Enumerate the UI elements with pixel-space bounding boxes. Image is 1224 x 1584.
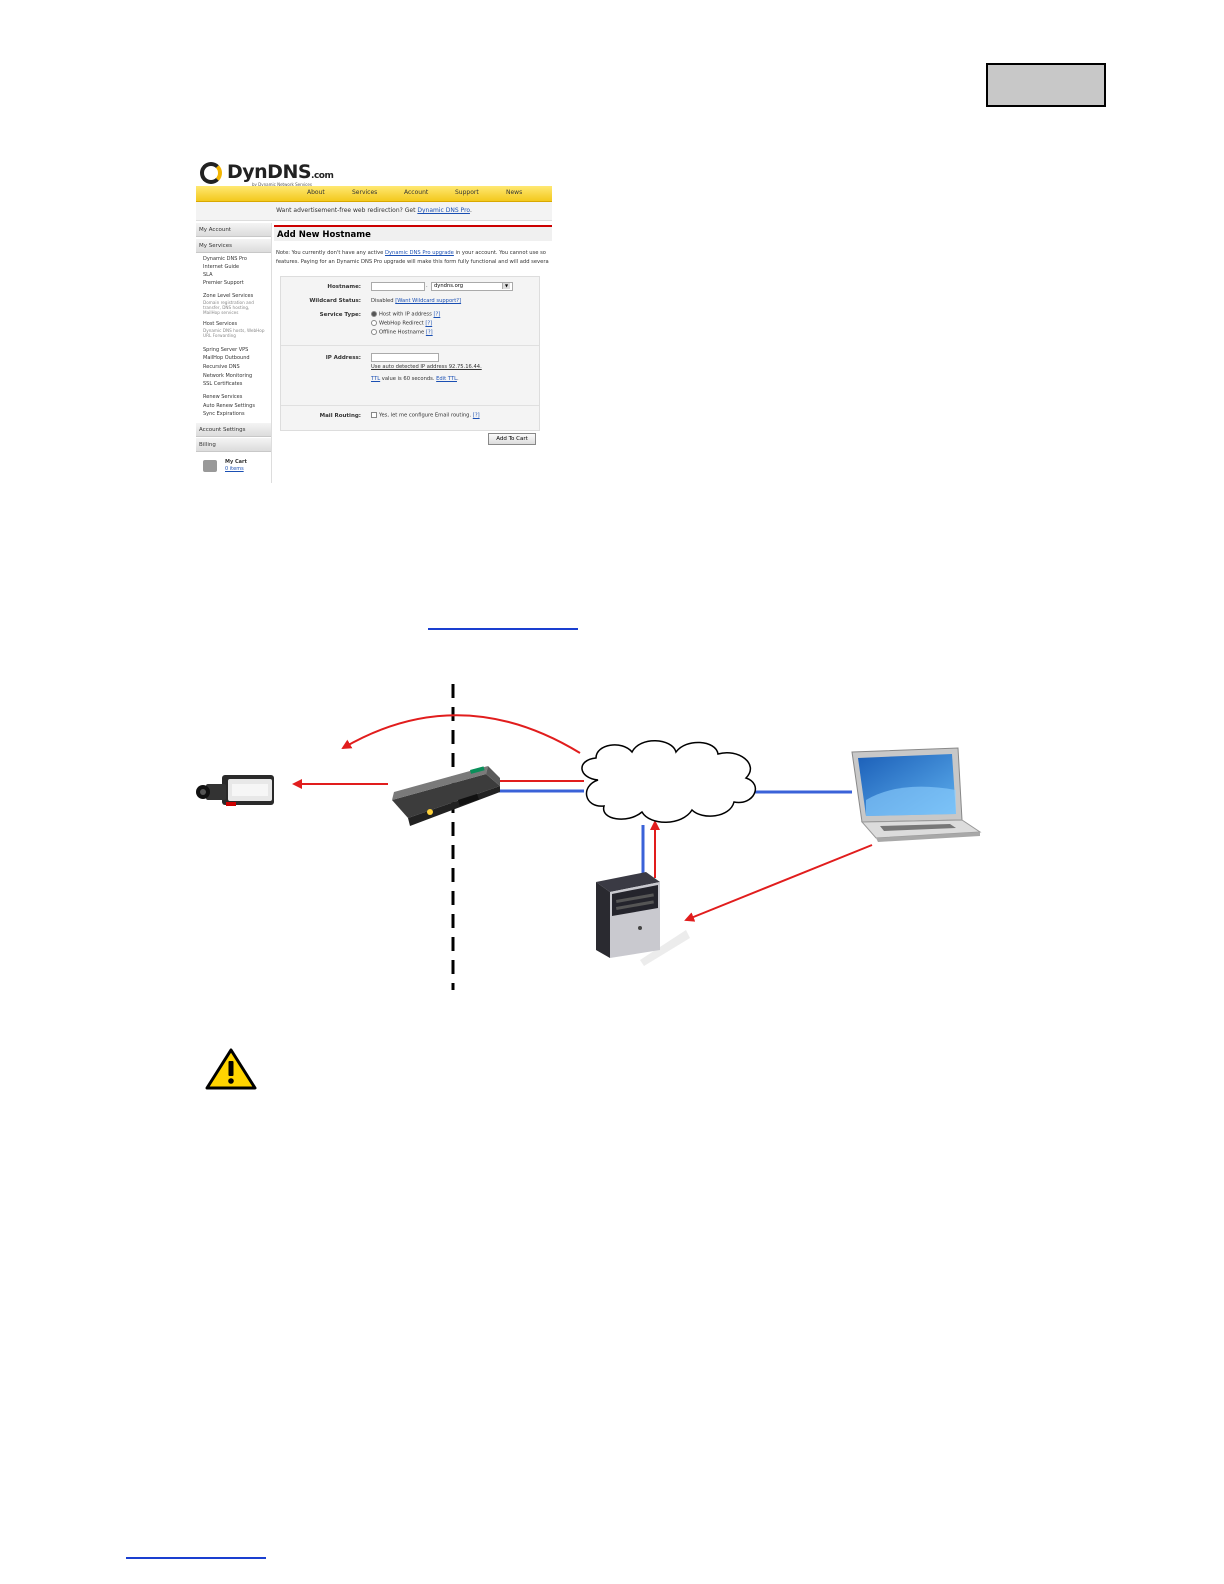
network-diagram — [196, 684, 982, 990]
nav-news[interactable]: News — [506, 189, 523, 196]
mail-routing-option[interactable]: Yes, let me configure Email routing. [?] — [371, 412, 480, 419]
service-option-label: Offline Hostname — [379, 329, 425, 336]
sidebar-host-desc: Dynamic DNS hosts, WebHop — [203, 328, 265, 333]
note-text-b: in your account. You cannot use so — [453, 250, 546, 256]
help-link[interactable]: [?] — [433, 311, 441, 318]
sidebar-item[interactable]: Auto Renew Settings — [203, 403, 255, 409]
nav-support[interactable]: Support — [455, 189, 479, 196]
auto-ip-link[interactable]: Use auto detected IP address 92.75.16.44… — [371, 364, 482, 370]
sidebar-item[interactable]: Internet Guide — [203, 264, 240, 270]
domain-select[interactable]: dyndns.org — [431, 282, 513, 291]
checkbox-icon[interactable] — [371, 412, 377, 418]
promo-bar: Want advertisement-free web redirection?… — [196, 202, 552, 221]
notice-text: Note: You currently don't have any activ… — [276, 249, 552, 267]
footer-hyperlink-underline[interactable] — [126, 1557, 266, 1559]
help-link[interactable]: [?] — [472, 412, 480, 419]
sidebar-zone-desc: Domain registration and — [203, 300, 254, 305]
curved-arrow — [341, 714, 581, 754]
sidebar-item[interactable]: Recursive DNS — [203, 364, 240, 370]
sidebar-billing[interactable]: Billing — [196, 438, 271, 452]
sidebar-my-services[interactable]: My Services — [196, 239, 271, 253]
service-type-label: Service Type: — [319, 312, 361, 318]
hostname-form: Hostname: . dyndns.org ▼ Wildcard Status… — [280, 276, 540, 431]
wildcard-status: Disabled [Want Wildcard support?] — [371, 298, 461, 304]
cart-icon — [203, 460, 217, 472]
promo-link[interactable]: Dynamic DNS Pro — [417, 207, 470, 214]
ip-address-label: IP Address: — [325, 355, 361, 361]
form-divider — [281, 345, 539, 346]
logo-suffix: .com — [311, 171, 334, 181]
laptop-to-server-arrow — [684, 844, 873, 922]
nav-about[interactable]: About — [307, 189, 325, 196]
laptop-icon — [851, 747, 982, 842]
note-upgrade-link[interactable]: Dynamic DNS Pro upgrade — [384, 250, 454, 256]
help-link[interactable]: [?] — [425, 320, 433, 327]
ttl-text: TTL value is 60 seconds. Edit TTL. — [371, 376, 459, 382]
domain-value: dyndns.org — [434, 283, 464, 289]
nav-account[interactable]: Account — [404, 189, 429, 196]
ttl-value-text: value is 60 seconds. — [380, 376, 437, 382]
wildcard-label: Wildcard Status: — [309, 298, 361, 304]
mail-routing-label: Mail Routing: — [319, 413, 361, 419]
warning-icon — [205, 1048, 257, 1090]
form-divider — [281, 405, 539, 406]
sidebar-item[interactable]: MailHop Outbound — [203, 355, 250, 361]
service-option[interactable]: Offline Hostname [?] — [371, 329, 433, 336]
sidebar-item[interactable]: Renew Services — [203, 394, 243, 400]
service-option[interactable]: Host with IP address [?] — [371, 311, 440, 318]
sidebar-cart-items[interactable]: 0 items — [225, 466, 244, 472]
hostname-label: Hostname: — [327, 284, 361, 290]
hyperlink-underline[interactable] — [428, 628, 578, 630]
chevron-down-icon[interactable]: ▼ — [502, 283, 510, 289]
sidebar-item[interactable]: Premier Support — [203, 280, 244, 286]
sidebar-host-desc: URL Forwarding — [203, 333, 236, 338]
top-nav: About Services Account Support News — [196, 186, 552, 202]
sidebar-item[interactable]: SSL Certificates — [203, 381, 243, 387]
note-text-line2: features. Paying for an Dynamic DNS Pro … — [276, 259, 549, 265]
hostname-input[interactable] — [371, 282, 425, 291]
page-title: Add New Hostname — [274, 225, 552, 241]
help-link[interactable]: [?] — [425, 329, 433, 336]
cloud-icon — [581, 740, 757, 823]
dyndns-screenshot: DynDNS.com by Dynamic Network Services I… — [196, 155, 552, 483]
page-tag-box — [986, 63, 1106, 107]
sidebar-zone-desc: MailHop services — [203, 310, 239, 315]
router-icon — [392, 766, 500, 826]
sidebar-item[interactable]: Spring Server VPS — [203, 347, 249, 353]
sidebar-my-account[interactable]: My Account — [196, 223, 271, 237]
logo-text: DynDNS — [227, 161, 312, 183]
sidebar-item[interactable]: Network Monitoring — [203, 373, 253, 379]
ttl-link[interactable]: TTL — [371, 376, 381, 382]
radio-icon[interactable] — [371, 320, 377, 326]
sidebar-zone-title[interactable]: Zone Level Services — [203, 293, 254, 299]
note-text-a: Note: You currently don't have any activ… — [276, 250, 385, 256]
ip-address-input[interactable] — [371, 353, 439, 362]
mail-routing-text: Yes, let me configure Email routing. — [379, 412, 472, 419]
camera-icon — [196, 775, 274, 806]
dyndns-logo: DynDNS.com by Dynamic Network Services I… — [200, 159, 334, 192]
promo-end: . — [469, 207, 472, 214]
radio-icon[interactable] — [371, 329, 377, 335]
sidebar-zone-desc: transfer, DNS hosting, — [203, 305, 250, 310]
service-option[interactable]: WebHop Redirect [?] — [371, 320, 432, 327]
add-to-cart-button[interactable]: Add To Cart — [488, 433, 536, 445]
sidebar-my-cart[interactable]: My Cart — [225, 459, 247, 465]
service-option-label: WebHop Redirect — [379, 320, 424, 327]
promo-text: Want advertisement-free web redirection?… — [276, 207, 418, 214]
sidebar-item[interactable]: Dynamic DNS Pro — [203, 256, 247, 262]
wildcard-value: Disabled — [371, 298, 394, 304]
server-icon — [596, 872, 690, 966]
radio-selected-icon[interactable] — [371, 311, 377, 317]
sidebar-item[interactable]: SLA — [203, 272, 213, 278]
sidebar-account-settings[interactable]: Account Settings — [196, 423, 271, 437]
sidebar: My Account My Services Dynamic DNS Pro I… — [196, 223, 272, 483]
service-option-label: Host with IP address — [379, 311, 432, 318]
logo-ring-icon — [200, 162, 222, 184]
sidebar-item[interactable]: Sync Expirations — [203, 411, 245, 417]
nav-services[interactable]: Services — [352, 189, 378, 196]
wildcard-link[interactable]: [Want Wildcard support?] — [395, 298, 462, 304]
sidebar-host-title[interactable]: Host Services — [203, 321, 238, 327]
edit-ttl-link[interactable]: Edit TTL — [436, 376, 457, 382]
